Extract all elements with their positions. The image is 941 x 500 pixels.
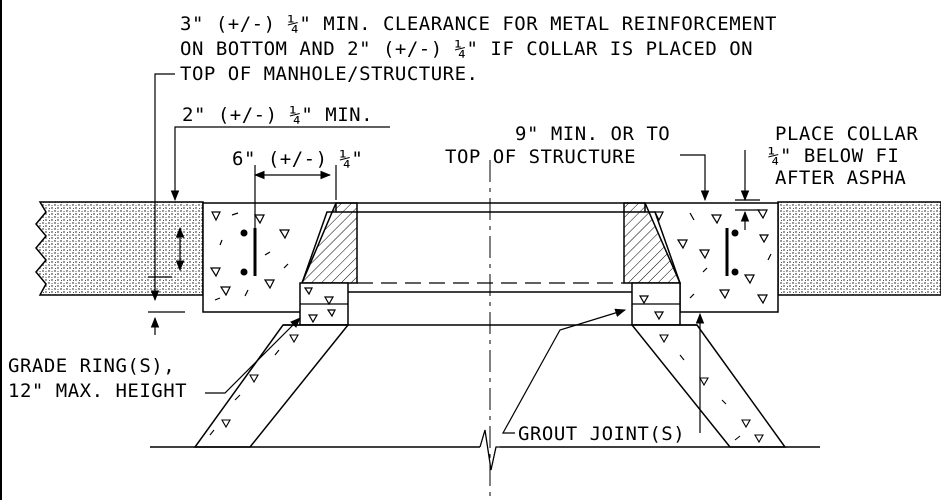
- grade-ring-label-line2: 12" MAX. HEIGHT: [8, 380, 187, 402]
- grade-ring-label-line1: GRADE RING(S),: [8, 355, 175, 377]
- aggregate-marks-right: [638, 209, 772, 321]
- aggregate-marks-left: [209, 211, 336, 324]
- place-collar-line2: ¼" BELOW FI: [768, 145, 899, 167]
- reinforcement-left: [240, 228, 257, 276]
- aggregate-marks-cone: [209, 334, 764, 444]
- nine-min-label-line1: 9" MIN. OR TO: [515, 123, 670, 145]
- nine-min-label-line2: TOP OF STRUCTURE: [445, 146, 636, 168]
- place-collar-line1: PLACE COLLAR: [775, 123, 918, 145]
- clearance-note-line1: 3" (+/-) ¼" MIN. CLEARANCE FOR METAL REI…: [180, 13, 777, 35]
- reinforcement-right: [725, 228, 739, 276]
- break-symbol: [479, 429, 500, 471]
- collar-width-label: 6" (+/-) ¼": [232, 148, 363, 170]
- cone-left: [193, 324, 350, 448]
- clearance-note-line3: TOP OF MANHOLE/STRUCTURE.: [180, 63, 478, 85]
- asphalt-right: [777, 201, 941, 296]
- min-dimension-label: 2" (+/-) ¼" MIN.: [182, 104, 373, 126]
- grout-joint-label: GROUT JOINT(S): [518, 423, 685, 445]
- place-collar-line3: AFTER ASPHA: [775, 167, 906, 189]
- dimension-lines: [148, 73, 760, 434]
- asphalt-left: [35, 201, 204, 296]
- clearance-note-line2: ON BOTTOM AND 2" (+/-) ¼" IF COLLAR IS P…: [180, 38, 753, 60]
